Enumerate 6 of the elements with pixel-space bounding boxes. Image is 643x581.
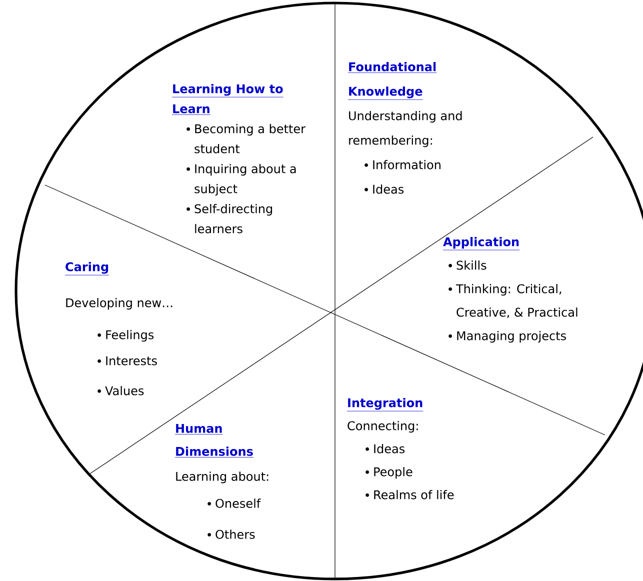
sector-text: Integration Connecting: Ideas People Realms of life [346, 398, 454, 500]
sector-text: Caring Developing new… Feelings Interests Values [64, 262, 172, 396]
sector-text: Application Skills Thinking: Critical, Creative, & Practical Managing projects [442, 237, 578, 343]
sector-text: Human Dimensions Learning about: Oneself Others [174, 424, 268, 539]
sector-text: Foundational Knowledge Understanding and remembering: Information Ideas [348, 62, 462, 194]
sector-text: Learning How to Learn Becoming a better student Inquiring about a subject Self-directing learners [172, 84, 306, 234]
